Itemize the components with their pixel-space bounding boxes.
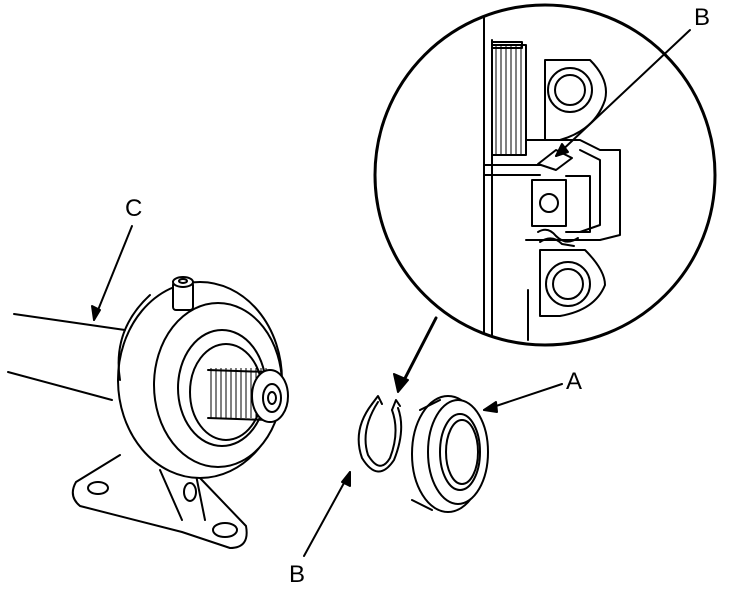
leader-lines xyxy=(91,29,691,557)
circlip xyxy=(357,395,403,473)
splined-shaft-end xyxy=(207,368,289,423)
intermediate-shaft xyxy=(7,313,126,401)
dust-seal xyxy=(411,395,489,513)
label-b-circlip: B xyxy=(289,561,306,588)
label-b-detail: B xyxy=(694,4,711,31)
label-c: C xyxy=(125,195,143,222)
detail-view xyxy=(373,3,717,347)
label-a: A xyxy=(566,368,583,395)
bearing-bracket xyxy=(71,276,283,549)
